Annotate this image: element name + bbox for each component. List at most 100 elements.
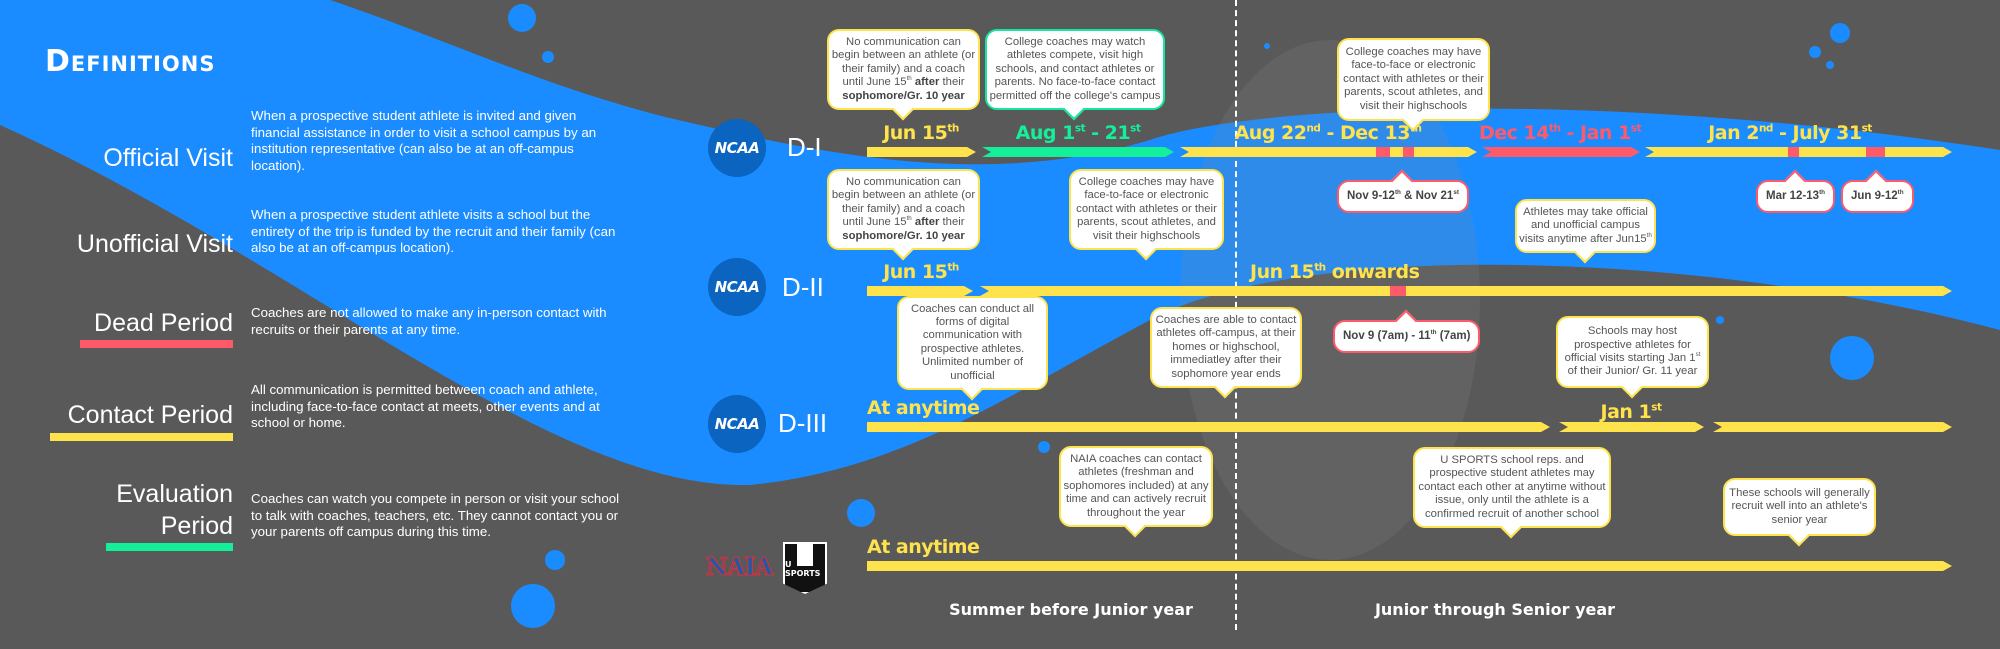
text-segment: Aug 1 — [1015, 122, 1076, 144]
usports-logo: U SPORTS — [783, 542, 827, 594]
rich-text: Aug 22nd - Dec 13th — [1235, 122, 1422, 144]
text-segment: - 21 — [1085, 122, 1131, 144]
callout-d2-visits: Athletes may take official and unofficia… — [1515, 198, 1656, 253]
text-segment: Coaches are able to contact athletes off… — [1155, 313, 1297, 380]
rich-text: Dec 14th - Jan 1st — [1479, 122, 1641, 144]
rich-text: Jun 15th — [883, 122, 959, 144]
rich-text: Jun 9-12th — [1851, 190, 1904, 203]
dead-marker — [1390, 286, 1406, 296]
ordinal-suffix: th — [1548, 122, 1561, 135]
dead-marker — [1788, 147, 1799, 157]
rich-text: Nov 9 (7am) - 11th (7am) — [1343, 330, 1470, 343]
text-segment: sophomore/Gr. 10 year — [842, 229, 965, 242]
rich-text: Jan 1st — [1601, 401, 1662, 423]
naia-logo: NAIA — [705, 552, 773, 582]
legend-dead-bar — [80, 340, 233, 348]
desc-contact-period: All communication is permitted between c… — [251, 382, 600, 430]
text-segment: Mar 12-13 — [1766, 190, 1820, 202]
rich-text: NAIA coaches can contact athletes (fresh… — [1063, 453, 1209, 520]
desc-official-visit: When a prospective student athlete is in… — [251, 108, 597, 173]
ordinal-suffix: st — [1695, 351, 1701, 359]
text-segment: Schools may host prospective athletes fo… — [1564, 325, 1696, 364]
ordinal-suffix: nd — [1306, 122, 1321, 135]
text-segment: These schools will generally recruit wel… — [1729, 486, 1870, 526]
text-segment: - July 31 — [1772, 122, 1862, 144]
ordinal-suffix: th — [1314, 261, 1326, 274]
term-unofficial-visit: Unofficial Visit — [76, 230, 233, 258]
text-segment: At anytime — [867, 536, 980, 558]
rich-text: Nov 9-12th & Nov 21st — [1347, 190, 1459, 203]
period-bar — [980, 286, 1952, 296]
date-label: At anytime — [867, 536, 980, 558]
term-official-visit: Official Visit — [103, 144, 233, 172]
bubble — [508, 4, 536, 32]
callout-d3-official-visits: Schools may host prospective athletes fo… — [1556, 316, 1709, 388]
date-label: Jun 15th — [883, 261, 959, 283]
callout-naia: NAIA coaches can contact athletes (fresh… — [1059, 445, 1213, 527]
ordinal-suffix: st — [1630, 122, 1642, 135]
date-label: Jun 15th — [883, 122, 959, 144]
date-label: Aug 22nd - Dec 13th — [1235, 122, 1422, 144]
bubble — [1038, 441, 1050, 453]
rich-text: At anytime — [867, 397, 980, 419]
date-label: Aug 1st - 21st — [1016, 122, 1141, 144]
text-segment: - Dec 13 — [1320, 122, 1411, 144]
term-evaluation-period-line2: Period — [160, 512, 233, 540]
ordinal-suffix: st — [1130, 122, 1141, 135]
text-segment: U SPORTS school reps. and prospective st… — [1418, 453, 1606, 520]
division-label-d2: D-II — [782, 272, 824, 302]
period-bar — [1482, 147, 1640, 157]
text-segment: College coaches may have face-to-face or… — [1343, 45, 1484, 112]
desc-evaluation-period: Coaches can watch you compete in person … — [251, 491, 620, 539]
bubble — [1830, 23, 1850, 43]
text-segment: - Jan 1 — [1560, 122, 1632, 144]
rich-text: College coaches may have face-to-face or… — [1073, 176, 1220, 243]
text-segment: onwards — [1325, 261, 1420, 283]
bubble — [1830, 336, 1874, 380]
text-segment: & Nov 21 — [1400, 190, 1454, 202]
period-bar — [867, 422, 1550, 432]
period-bar — [982, 147, 1174, 157]
text-segment: NAIA coaches can contact athletes (fresh… — [1063, 452, 1209, 519]
ordinal-suffix: th — [947, 261, 959, 274]
callout-d3-digital: Coaches can conduct all forms of digital… — [897, 295, 1048, 390]
callout-usports: U SPORTS school reps. and prospective st… — [1413, 446, 1611, 528]
division-label-d1: D-I — [787, 132, 822, 162]
date-label: Jan 1st — [1601, 401, 1662, 423]
definitions-title: Definitions — [45, 44, 216, 79]
text-segment: No communication can begin between an at… — [831, 35, 976, 89]
bubble — [545, 550, 565, 570]
text-segment: College coaches may watch athletes compe… — [989, 35, 1161, 102]
callout-d2-no-communication: No communication can begin between an at… — [827, 168, 980, 250]
period-bar — [867, 561, 1952, 571]
term-contact-period: Contact Period — [67, 401, 233, 429]
callout-d2-contact: College coaches may have face-to-face or… — [1069, 168, 1224, 250]
ordinal-suffix: th — [1646, 231, 1652, 239]
bubble — [1809, 46, 1821, 58]
ordinal-suffix: th — [1394, 189, 1401, 197]
text-segment: their — [939, 216, 965, 229]
text-segment: (7am) — [1436, 330, 1471, 342]
rich-text: Mar 12-13th — [1766, 190, 1825, 203]
bubble — [511, 584, 555, 628]
text-segment: Jun 15 — [883, 261, 948, 283]
callout-d1-no-communication: No communication can begin between an at… — [827, 28, 980, 110]
rich-text: Jun 15th onwards — [1250, 261, 1420, 283]
period-bar — [1559, 422, 1704, 432]
rich-text: These schools will generally recruit wel… — [1727, 487, 1872, 527]
rich-text: Jun 15th — [883, 261, 959, 283]
ordinal-suffix: th — [906, 75, 912, 83]
text-segment: after — [914, 216, 940, 229]
ordinal-suffix: th — [1897, 189, 1904, 197]
rich-text: Aug 1st - 21st — [1016, 122, 1141, 144]
footer-junior-through-senior: Junior through Senior year — [1374, 600, 1616, 619]
text-segment: Coaches can conduct all forms of digital… — [910, 302, 1035, 382]
rich-text: U SPORTS school reps. and prospective st… — [1417, 454, 1607, 521]
callout-d1-dead-mar: Mar 12-13th — [1756, 180, 1836, 214]
rich-text: Athletes may take official and unofficia… — [1519, 206, 1652, 246]
date-label: Dec 14th - Jan 1st — [1479, 122, 1641, 144]
period-bar — [867, 286, 973, 296]
rich-text: College coaches may have face-to-face or… — [1341, 46, 1486, 113]
ordinal-suffix: st — [1453, 189, 1459, 197]
callout-d1-dead-jun: Jun 9-12th — [1841, 180, 1914, 214]
